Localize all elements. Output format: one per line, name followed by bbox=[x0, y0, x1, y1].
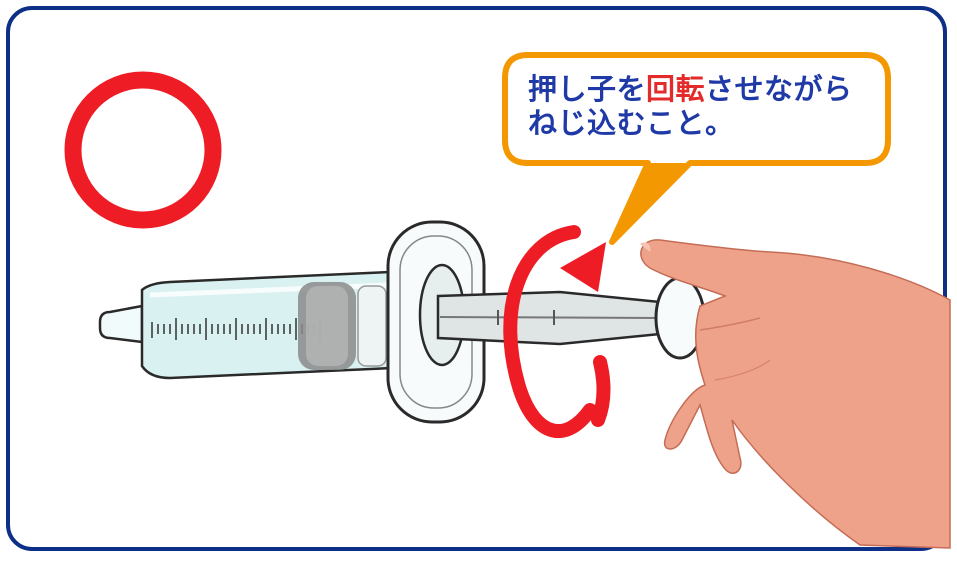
callout-text-part: 押し子を bbox=[528, 72, 647, 106]
callout-text-part: させながら bbox=[705, 72, 853, 106]
callout-text: 押し子を回転させながら ねじ込むこと。 bbox=[528, 72, 868, 140]
hand-icon bbox=[640, 239, 951, 549]
syringe-icon bbox=[98, 220, 706, 424]
callout-line-2: ねじ込むこと。 bbox=[528, 106, 735, 140]
callout-highlight: 回転 bbox=[646, 72, 706, 106]
rotation-arrow-icon bbox=[503, 225, 611, 438]
callout-line-1: 押し子を回転させながら bbox=[528, 72, 868, 106]
callout-bubble bbox=[502, 52, 891, 245]
correct-circle-mark bbox=[64, 71, 222, 229]
